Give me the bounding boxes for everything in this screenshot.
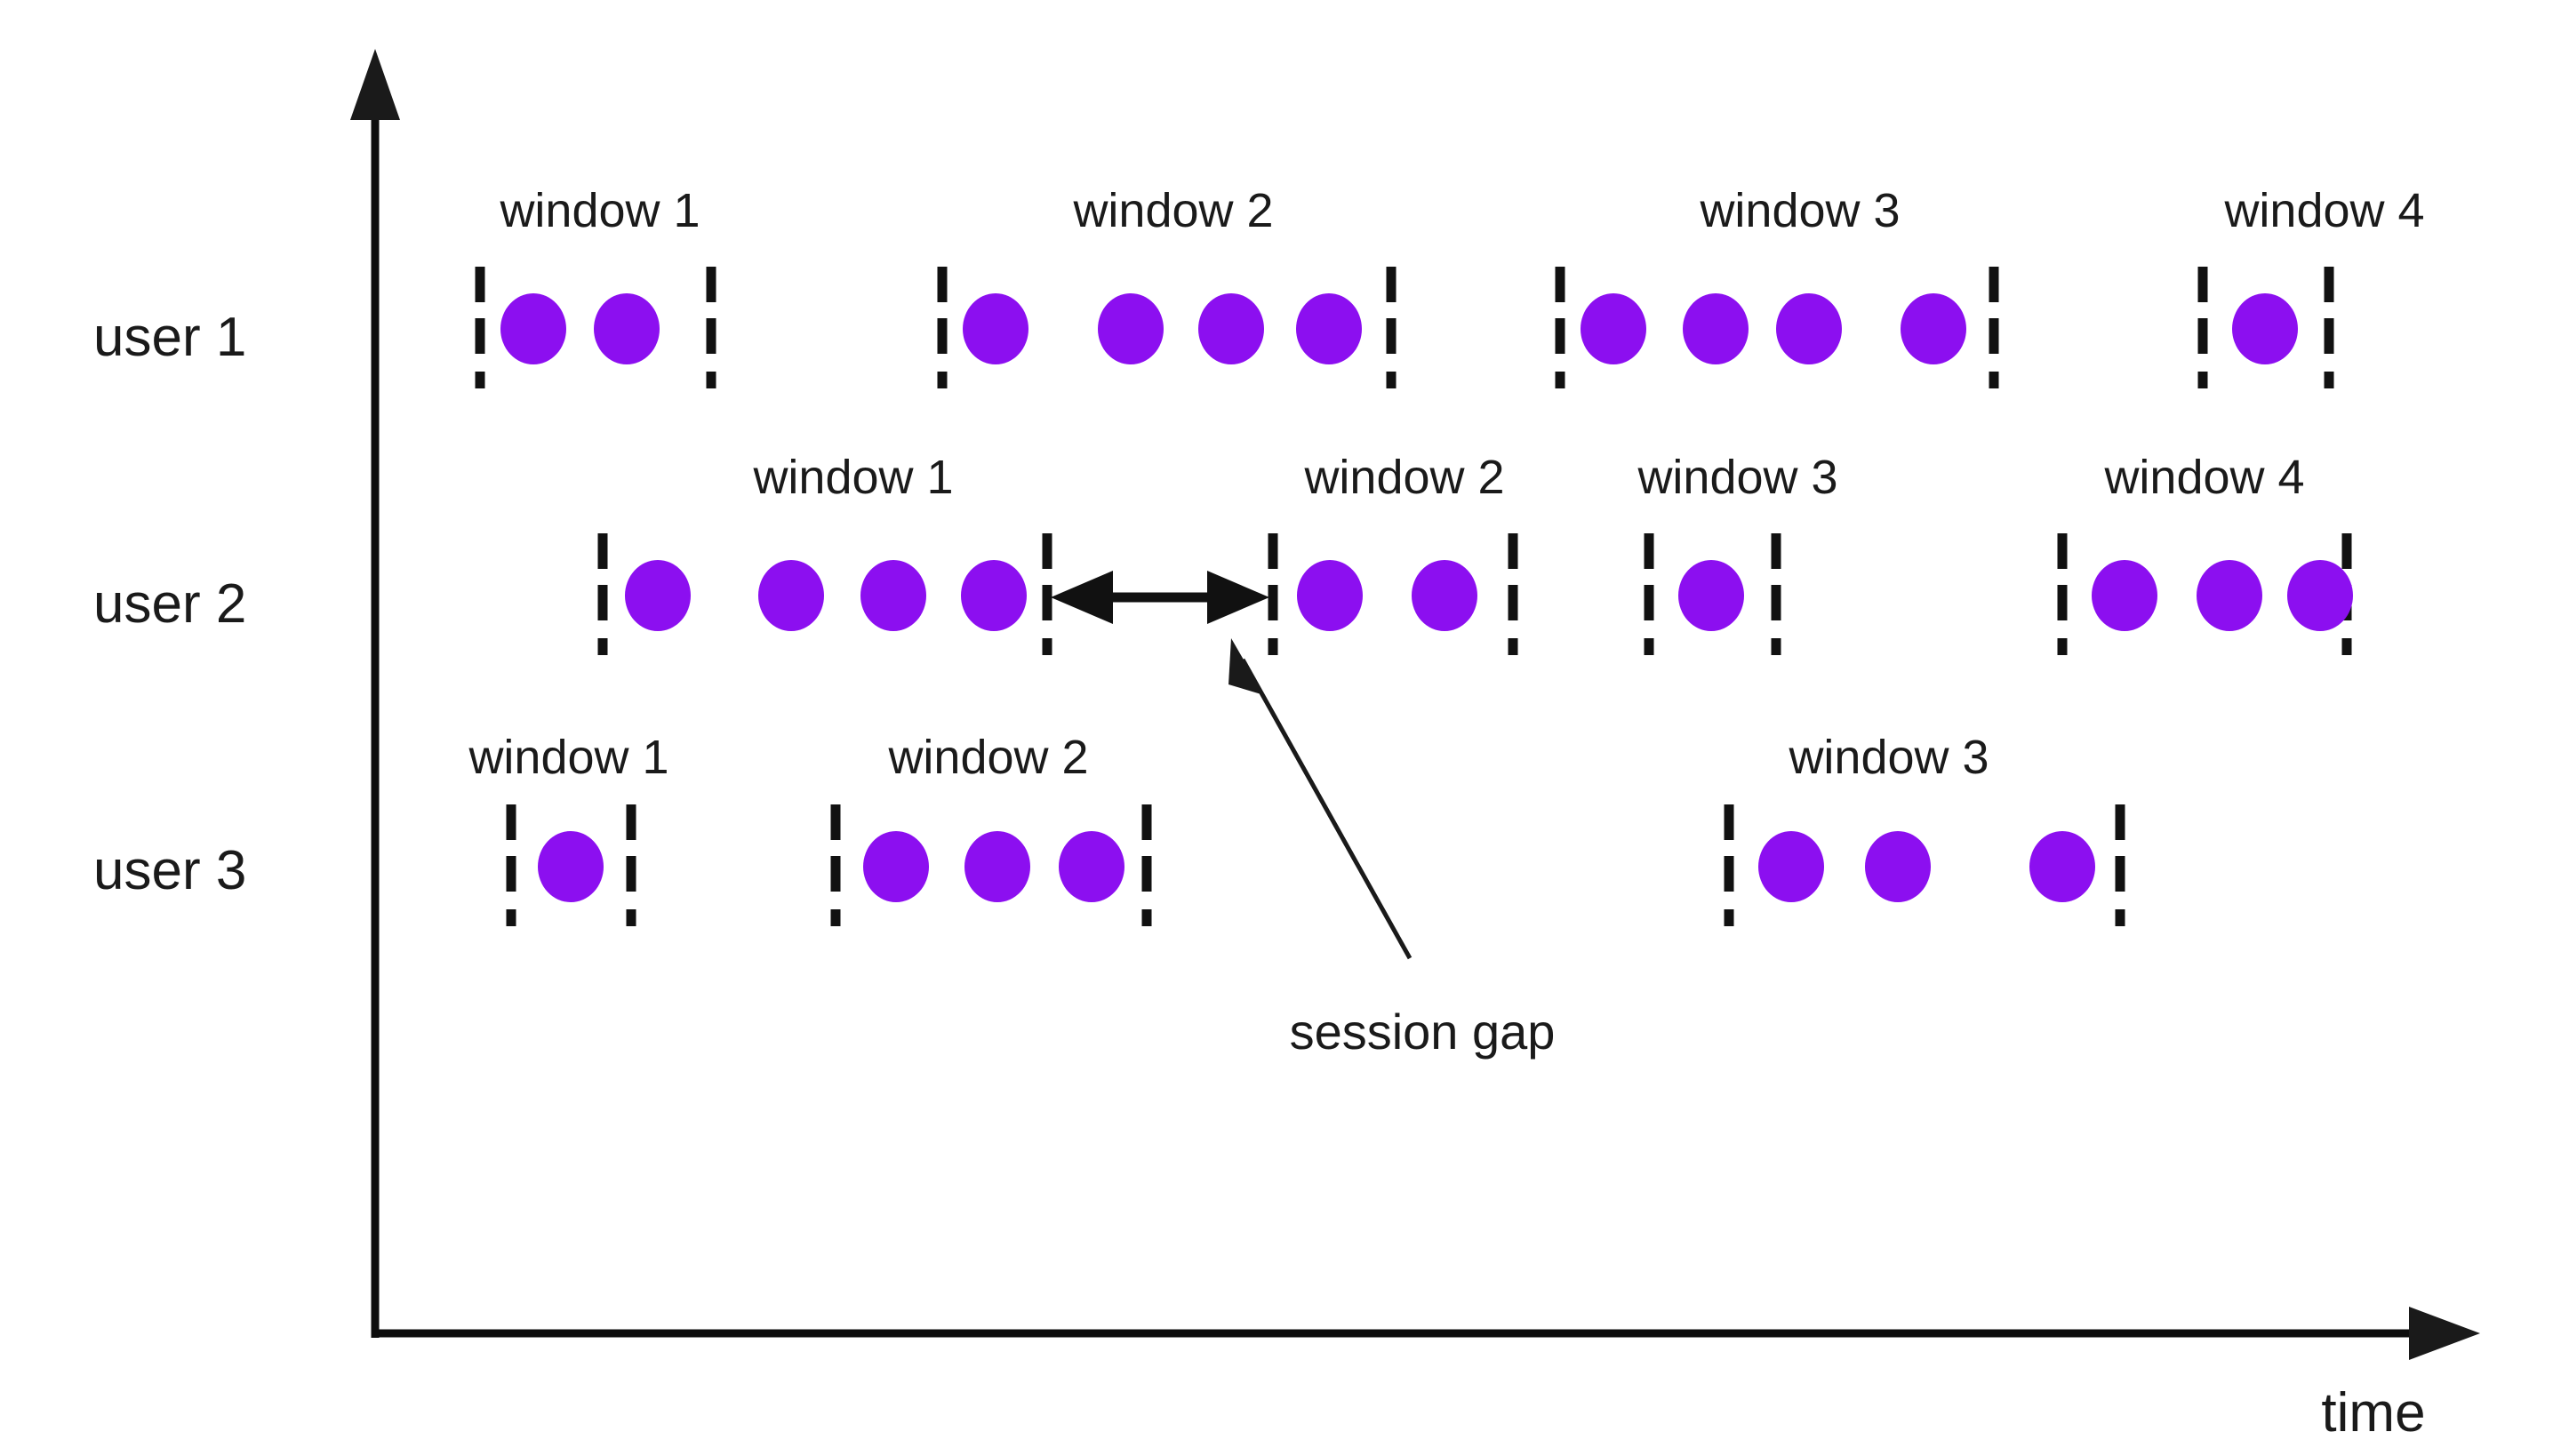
event-dot xyxy=(860,560,926,631)
window-group-u1-w4: window 4 xyxy=(2197,184,2425,388)
event-dot xyxy=(964,831,1030,902)
user-row-2: user 2 window 1 xyxy=(93,451,2353,1060)
window-label-u1-w4: window 4 xyxy=(2223,184,2424,237)
window-group-u2-w1: window 1 xyxy=(597,451,1052,655)
window-label-u3-w2: window 2 xyxy=(887,731,1088,784)
event-dot xyxy=(1683,293,1749,364)
event-dot xyxy=(1412,560,1477,631)
window-group-u2-w4: window 4 xyxy=(2057,451,2353,655)
window-group-u2-w2: window 2 xyxy=(1268,451,1518,655)
window-group-u3-w3: window 3 xyxy=(1724,731,2125,926)
event-dot xyxy=(538,831,604,902)
event-dot xyxy=(2092,560,2157,631)
event-dot xyxy=(2197,560,2262,631)
event-dot xyxy=(1098,293,1164,364)
x-axis-arrow-icon xyxy=(2409,1307,2480,1360)
y-axis-arrow-icon xyxy=(350,49,400,120)
event-dot xyxy=(961,560,1027,631)
window-group-u3-w1: window 1 xyxy=(468,731,669,926)
session-gap-leader-line xyxy=(1240,658,1413,960)
event-dot xyxy=(2232,293,2298,364)
session-gap-leader-arrow-icon xyxy=(1228,638,1264,695)
event-dot xyxy=(1581,293,1646,364)
event-dot xyxy=(758,560,824,631)
window-label-u2-w3: window 3 xyxy=(1637,451,1837,504)
event-dot xyxy=(1678,560,1744,631)
window-label-u1-w2: window 2 xyxy=(1072,184,1273,237)
event-dot xyxy=(1865,831,1931,902)
window-group-u1-w3: window 3 xyxy=(1555,184,1999,388)
session-gap-arrow-head-left-icon xyxy=(1051,571,1113,624)
row-label-user-3: user 3 xyxy=(93,840,246,901)
window-label-u2-w1: window 1 xyxy=(752,451,953,504)
axis-group: time xyxy=(350,49,2480,1444)
window-group-u3-w2: window 2 xyxy=(830,731,1152,926)
window-group-u1-w1: window 1 xyxy=(475,184,716,388)
event-dot xyxy=(2287,560,2353,631)
event-dot xyxy=(1296,293,1362,364)
event-dot xyxy=(625,560,691,631)
event-dot xyxy=(500,293,566,364)
row-label-user-1: user 1 xyxy=(93,307,246,368)
event-dot xyxy=(594,293,660,364)
session-gap-label: session gap xyxy=(1290,1004,1556,1060)
event-dot xyxy=(1776,293,1842,364)
user-row-1: user 1 window 1 window 2 xyxy=(93,184,2425,388)
window-label-u2-w2: window 2 xyxy=(1303,451,1504,504)
session-gap-arrow-head-right-icon xyxy=(1207,571,1269,624)
window-group-u2-w3: window 3 xyxy=(1637,451,1838,655)
event-dot xyxy=(1059,831,1124,902)
event-dot xyxy=(2029,831,2095,902)
window-group-u1-w2: window 2 xyxy=(937,184,1397,388)
session-gap-annotation: session gap xyxy=(1051,571,1555,1060)
window-label-u1-w3: window 3 xyxy=(1699,184,1900,237)
window-label-u1-w1: window 1 xyxy=(499,184,700,237)
event-dot xyxy=(1758,831,1824,902)
event-dot xyxy=(1297,560,1363,631)
x-axis-label: time xyxy=(2321,1382,2425,1444)
event-dot xyxy=(1198,293,1264,364)
event-dot xyxy=(863,831,929,902)
window-label-u3-w3: window 3 xyxy=(1788,731,1989,784)
event-dot xyxy=(963,293,1028,364)
window-label-u2-w4: window 4 xyxy=(2103,451,2304,504)
user-row-3: user 3 window 1 window 2 xyxy=(93,731,2125,926)
window-label-u3-w1: window 1 xyxy=(468,731,668,784)
event-dot xyxy=(1901,293,1966,364)
row-label-user-2: user 2 xyxy=(93,573,246,635)
